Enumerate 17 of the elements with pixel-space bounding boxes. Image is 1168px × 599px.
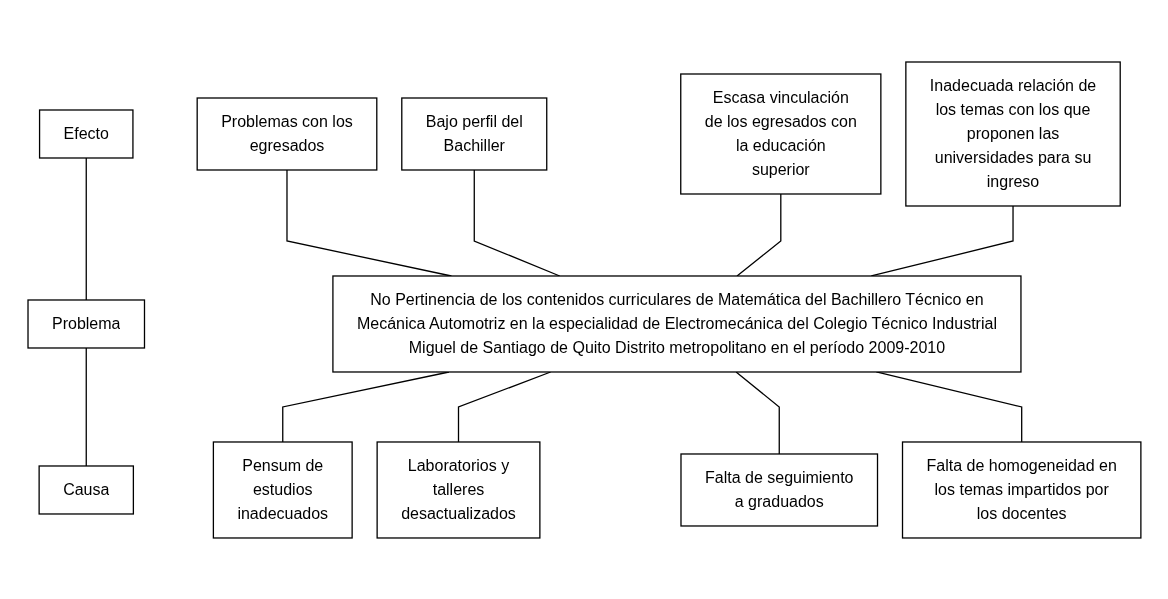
connector xyxy=(85,156,87,301)
node-box: Causa xyxy=(38,464,134,515)
node-box: No Pertinencia de los contenidos curriculares de Matemática del Bachillero Técnico en Mecánica Automotriz en la especialidad de Electromecánica del Colegio Técnico Industrial Miguel de Santiago de Quito Distrito metropolitano en el período 2009-2010 xyxy=(331,274,1022,373)
node-box: Laboratorios y talleres desactualizados xyxy=(376,440,541,539)
node-box: Inadecuada relación de los temas con los que proponen las universidades para su ingreso xyxy=(904,60,1121,207)
node-box: Problemas con los egresados xyxy=(196,96,377,171)
node-box: Problema xyxy=(26,298,145,349)
connector xyxy=(85,346,87,467)
connector xyxy=(457,370,551,443)
connector xyxy=(735,192,781,277)
node-box: Pensum de estudios inadecuados xyxy=(212,440,353,539)
node-box: Efecto xyxy=(38,108,134,159)
node-box: Falta de seguimiento a graduados xyxy=(679,452,878,527)
node-box: Escasa vinculación de los egresados con la educación superior xyxy=(679,72,882,195)
connector xyxy=(735,370,780,455)
node-box: Falta de homogeneidad en los temas impartidos por los docentes xyxy=(901,440,1142,539)
node-box: Bajo perfil del Bachiller xyxy=(400,96,547,171)
